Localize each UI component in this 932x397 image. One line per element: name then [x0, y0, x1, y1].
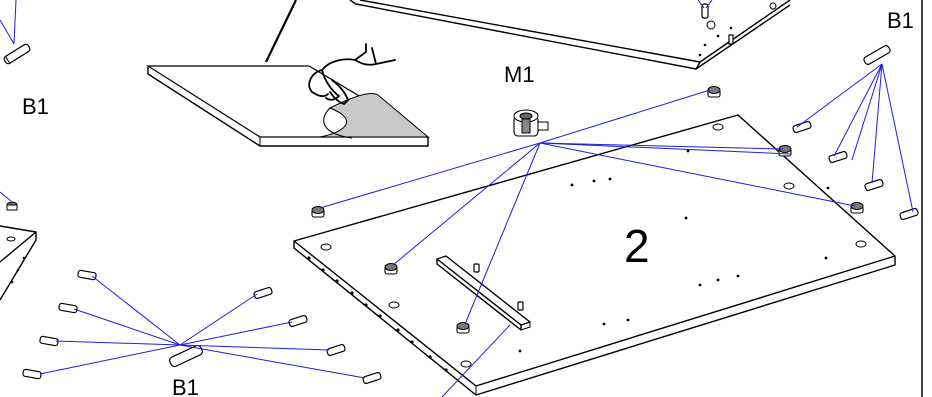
label-b1-top-right: B1: [887, 8, 914, 33]
rail-leader-line: [441, 324, 511, 397]
left-panel-fragment: [0, 0, 37, 301]
panel-2: 2: [293, 114, 896, 396]
panel-number-label: 2: [624, 220, 650, 272]
dowel-group-bottom-left: [22, 269, 382, 385]
m1-leader-lines: [319, 89, 856, 325]
cam-fittings: [311, 86, 864, 334]
label-b1-bottom: B1: [172, 375, 199, 397]
film-peel-illustration: [145, 0, 431, 147]
cam-fitting-icon: [384, 263, 398, 275]
edge-holes: [307, 256, 448, 372]
support-rail: [436, 255, 531, 331]
pilot-holes: [518, 149, 830, 353]
cam-fitting-icon: [311, 206, 325, 218]
dowel-group-top-right: [792, 45, 919, 221]
cam-fitting-m1: [513, 109, 549, 137]
upper-panel-fragment: [349, 0, 791, 70]
cam-fitting-icon: [456, 322, 470, 334]
label-m1: M1: [504, 62, 535, 87]
cam-fitting-icon: [850, 202, 864, 214]
label-b1-top-left: B1: [22, 94, 49, 119]
cam-fitting-icon: [707, 86, 721, 98]
